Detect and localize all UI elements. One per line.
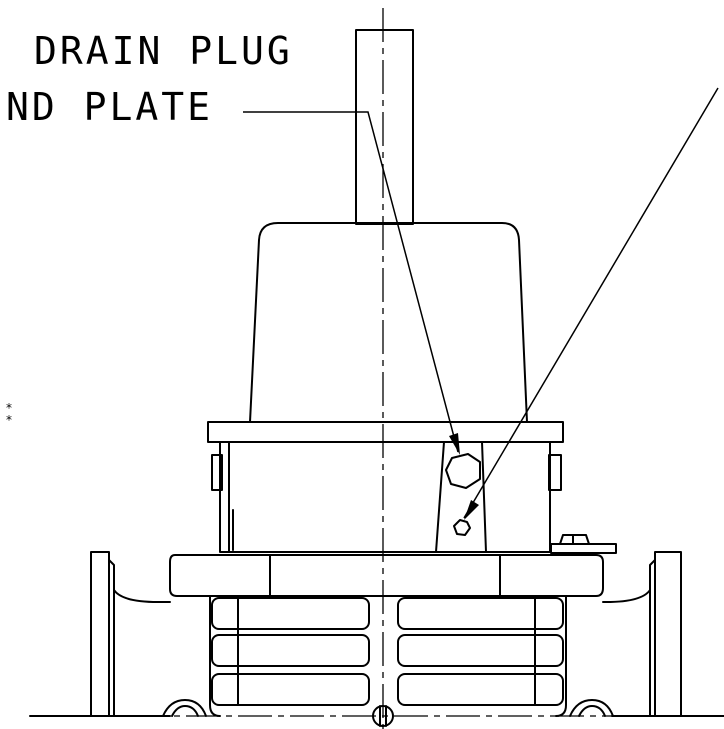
asterisk-mark: * [6, 413, 12, 427]
body-rib-right [397, 597, 564, 630]
left-pipe-wall [108, 559, 115, 717]
left-pipe-curve [113, 589, 171, 603]
right-flange [654, 551, 682, 717]
left-flange [90, 551, 110, 717]
valve-body-right-wall [555, 595, 567, 717]
leader-line-fill-plug [463, 87, 719, 519]
housing-dome [249, 222, 528, 423]
lower-lug-right [569, 699, 614, 717]
base-plate [169, 554, 604, 597]
bracket-plate [550, 543, 617, 554]
drain-plug-hex [445, 453, 481, 489]
shaft [355, 29, 414, 225]
lower-lug-right-inner [578, 705, 606, 717]
body-rib-left [211, 634, 370, 667]
side-lug-right [548, 454, 562, 491]
callout-drain-plug: DRAIN PLUG [34, 29, 293, 73]
bracket-nut [559, 534, 590, 545]
body-rib-left [211, 597, 370, 630]
arrowhead-fill-plug [464, 500, 479, 520]
side-lug-left [211, 454, 223, 491]
arrowhead-drain-plug [449, 433, 460, 455]
callout-plate: ND PLATE [6, 85, 213, 129]
drain-plug-boss [435, 441, 487, 553]
asterisk-mark: * [6, 401, 12, 415]
right-pipe-wall [649, 559, 656, 717]
center-pin [372, 705, 394, 727]
lower-lug-left-inner [171, 705, 199, 717]
body-rib-right [397, 673, 564, 706]
valve-body-left-wall [209, 595, 221, 717]
fill-plug-hex [453, 519, 471, 536]
lower-lug-left [162, 699, 207, 717]
top-flange-plate [207, 421, 564, 443]
leader-line-drain-plug [243, 111, 459, 453]
body-rib-left [211, 673, 370, 706]
right-pipe-curve [602, 589, 651, 603]
gearbox-body [219, 441, 551, 553]
body-rib-right [397, 634, 564, 667]
